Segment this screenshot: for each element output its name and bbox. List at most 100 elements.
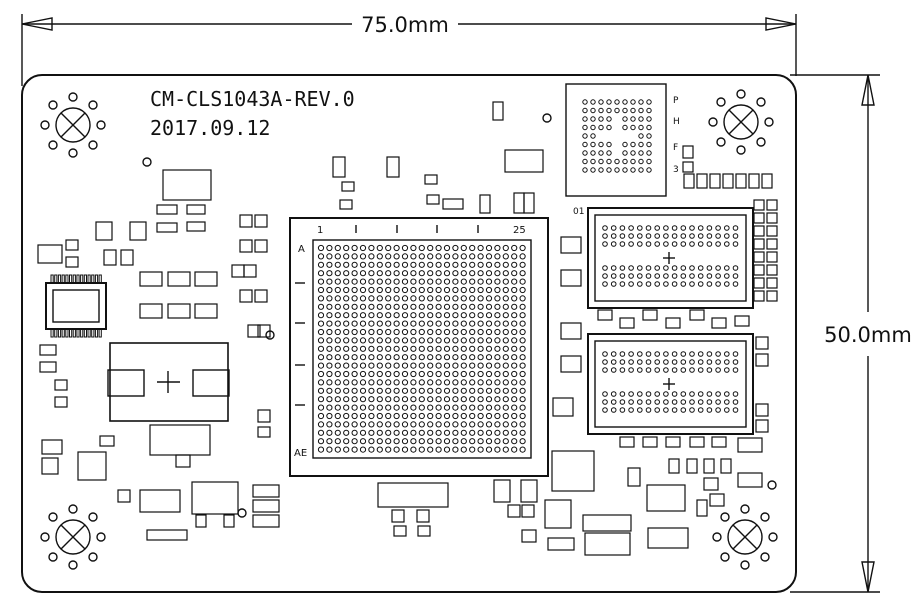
small-bga-chip: P H F 3 01 [565,83,680,217]
smd-component [513,192,525,214]
smd-component [239,289,253,303]
smd-component [194,271,218,287]
smd-component [442,198,464,210]
smd-component [195,514,207,528]
smd-component [753,238,765,250]
power-inductor [107,342,230,422]
bga-column-ticks [355,225,479,233]
smd-component [737,437,763,453]
smd-component [703,477,719,491]
smd-component [341,181,355,192]
smd-component [120,249,134,266]
svg-text:01: 01 [573,207,584,217]
smd-component [416,509,430,523]
smd-component [748,173,760,189]
mounting-hole-bottom-right [712,504,778,570]
smd-component [139,489,181,513]
width-dimension: 75.0mm [21,13,797,86]
smd-component [682,161,694,173]
smd-component [149,424,211,456]
smd-component [162,169,212,201]
smd-component [339,199,353,210]
smd-component [753,290,765,302]
fiducial [542,113,552,123]
smd-component [619,436,635,448]
smd-component [377,482,449,508]
height-label: 50.0mm [824,323,912,347]
memory-chip-lower [587,333,754,435]
smd-component [552,397,574,417]
smd-component [766,264,778,276]
smd-component [167,271,191,287]
smd-component [720,458,732,474]
smd-component [642,436,658,448]
smd-component [239,239,253,253]
smd-component [426,194,440,205]
smd-component [647,527,689,549]
svg-text:F: F [673,143,678,153]
smd-component [156,204,178,215]
board-date: 2017.09.12 [150,116,270,140]
smd-component [689,436,705,448]
bga-col-first: 1 [317,225,323,236]
smd-component [175,454,191,468]
smd-component [755,403,769,417]
smd-component [223,514,235,528]
smd-component [766,225,778,237]
smd-component [627,467,641,487]
smd-component [696,173,708,189]
board-part-number: CM-CLS1043A-REV.0 [150,87,355,111]
smd-component [755,353,769,367]
smd-component [492,101,504,121]
smd-component [737,472,763,488]
smd-component [129,221,147,241]
smd-component [582,514,632,532]
smd-component [766,199,778,211]
smd-component [753,212,765,224]
smd-component [39,361,57,373]
smd-component [560,236,582,254]
smd-component [247,324,261,338]
smd-component [766,238,778,250]
smd-component [560,269,582,287]
processor-bga: 1 25 A AE [289,217,549,477]
smd-component [711,436,727,448]
smd-component [646,484,686,512]
smd-component [257,324,271,338]
smd-component [504,149,544,173]
board-outline [21,74,797,593]
smd-component [37,244,63,264]
smd-component [755,336,769,350]
smd-component [597,309,613,321]
smd-component [547,537,575,551]
bga-col-last: 25 [513,225,526,236]
smd-component [167,303,191,319]
smd-component [117,489,131,503]
smd-component [424,174,438,185]
smd-component [683,173,695,189]
smd-component [103,249,117,266]
smd-component [619,317,635,329]
smd-component [191,481,239,515]
smd-component [243,264,257,278]
smd-component [753,199,765,211]
smd-component [254,214,268,228]
smd-component [186,204,206,215]
smd-component [682,145,694,159]
smd-component [391,509,405,523]
soic-chip [45,274,107,338]
mounting-hole-bottom-left [40,504,106,570]
smd-component [689,309,705,321]
svg-text:H: H [673,117,680,127]
smd-component [766,277,778,289]
smd-component [668,458,680,474]
smd-component [54,396,68,408]
smd-component [755,419,769,433]
smd-component [521,529,537,543]
smd-component [252,484,280,498]
bga-row-first: A [298,244,305,255]
smd-component [417,525,431,537]
smd-component [507,504,521,518]
bga-row-last: AE [294,448,307,459]
